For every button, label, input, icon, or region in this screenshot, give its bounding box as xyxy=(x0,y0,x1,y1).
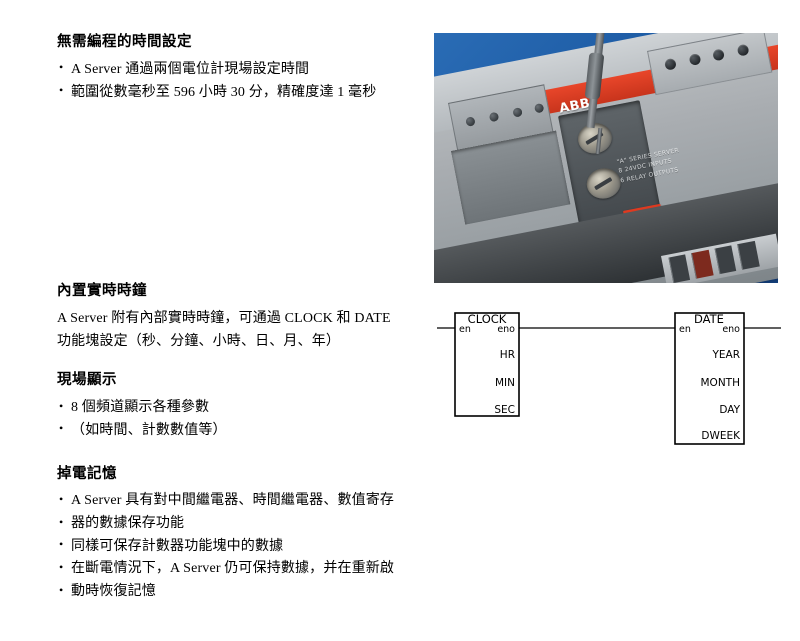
led-indicator xyxy=(688,52,702,66)
terminal-screw xyxy=(533,102,544,114)
block-clock-pin-min: MIN xyxy=(495,377,515,389)
list-item-text: A Server 通過兩個電位計現場設定時間 xyxy=(71,61,310,77)
section-paragraph: A Server 附有內部實時時鐘，可通過 CLOCK 和 DATE 功能塊設定… xyxy=(57,308,407,353)
function-block-diagram: CLOCK en eno HR MIN SEC DATE en eno YEAR… xyxy=(437,305,781,455)
list-item-continuation: 動時恢復記憶 xyxy=(57,581,407,604)
section-onsite-display: 現場顯示 8 個頻道顯示各種參數 （如時間、計數數值等） xyxy=(57,371,407,442)
led-indicator xyxy=(736,43,750,57)
section-heading: 內置實時時鐘 xyxy=(57,283,147,300)
spacer xyxy=(57,443,407,465)
content-column: 無需編程的時間設定 A Server 通過兩個電位計現場設定時間 範圍從數毫秒至… xyxy=(57,33,407,604)
product-photo-inner: ABB xyxy=(434,33,778,283)
block-date-pin-day: DAY xyxy=(719,404,740,416)
block-clock-pin-en: en xyxy=(459,324,471,335)
block-clock-pin-sec: SEC xyxy=(494,404,515,416)
list-item: A Server 通過兩個電位計現場設定時間 xyxy=(57,58,407,82)
block-clock xyxy=(454,312,520,417)
terminal-screw xyxy=(464,116,475,127)
list-item-text: 動時恢復記憶 xyxy=(71,584,156,600)
block-clock-pin-eno: eno xyxy=(497,324,515,335)
list-item: 範圍從數毫秒至 596 小時 30 分，精確度達 1 毫秒 xyxy=(57,81,407,105)
potentiometer-dial xyxy=(583,164,623,201)
list-item-text: 範圍從數毫秒至 596 小時 30 分，精確度達 1 毫秒 xyxy=(71,84,377,100)
terminal-cell xyxy=(691,249,714,279)
list-item-text: 同樣可保存計數器功能塊中的數據 xyxy=(71,538,284,554)
terminal-screw xyxy=(488,111,499,123)
section-no-programming-timer: 無需編程的時間設定 A Server 通過兩個電位計現場設定時間 範圍從數毫秒至… xyxy=(57,33,407,104)
product-photo: ABB xyxy=(434,33,778,283)
section-heading: 無需編程的時間設定 xyxy=(57,34,192,50)
terminal-screw xyxy=(511,106,523,118)
list-item: A Server 具有對中間繼電器、時間繼電器、數值寄存 xyxy=(57,490,407,513)
section-heading: 掉電記憶 xyxy=(57,465,117,482)
spacer xyxy=(57,353,407,371)
bullet-list: A Server 具有對中間繼電器、時間繼電器、數值寄存 器的數據保存功能 同樣… xyxy=(57,490,407,603)
block-date-pin-en: en xyxy=(679,324,691,335)
spacer xyxy=(57,104,407,282)
section-realtime-clock: 內置實時時鐘 A Server 附有內部實時時鐘，可通過 CLOCK 和 DAT… xyxy=(57,282,407,353)
terminal-cell xyxy=(737,240,760,270)
list-item-text: 8 個頻道顯示各種參數 xyxy=(71,400,210,416)
block-date-pin-eno: eno xyxy=(722,324,740,335)
list-item-text: 在斷電情況下，A Server 仍可保持數據，并在重新啟 xyxy=(71,561,395,577)
list-item-continuation: （如時間、計數數值等） xyxy=(57,419,407,443)
list-item-text: 器的數據保存功能 xyxy=(71,516,185,532)
potentiometer-slot xyxy=(594,176,613,190)
paragraph-line: A Server 附有內部實時時鐘，可通過 CLOCK 和 DATE xyxy=(57,311,391,327)
section-heading: 現場顯示 xyxy=(57,372,117,389)
list-item-text: A Server 具有對中間繼電器、時間繼電器、數值寄存 xyxy=(71,493,395,509)
block-clock-pin-hr: HR xyxy=(500,349,515,361)
section-power-loss-memory: 掉電記憶 A Server 具有對中間繼電器、時間繼電器、數值寄存 器的數據保存… xyxy=(57,465,407,604)
bullet-list: 8 個頻道顯示各種參數 （如時間、計數數值等） xyxy=(57,397,407,442)
terminal-cell xyxy=(668,254,691,283)
list-item-text: （如時間、計數數值等） xyxy=(71,422,227,438)
block-date-pin-dweek: DWEEK xyxy=(701,430,741,442)
led-indicator xyxy=(712,47,726,61)
terminal-cell xyxy=(714,245,737,274)
block-date-pin-year: YEAR xyxy=(711,349,740,361)
block-date xyxy=(674,312,745,445)
list-item: 在斷電情況下，A Server 仍可保持數據，并在重新啟 xyxy=(57,558,407,581)
block-date-title: DATE xyxy=(694,312,724,326)
block-clock-title: CLOCK xyxy=(468,312,507,326)
paragraph-line: 功能塊設定（秒、分鐘、小時、日、月、年） xyxy=(57,333,340,349)
list-item: 8 個頻道顯示各種參數 xyxy=(57,397,407,420)
list-item: 同樣可保存計數器功能塊中的數據 xyxy=(57,535,407,559)
list-item-continuation: 器的數據保存功能 xyxy=(57,513,407,536)
led-indicator xyxy=(664,57,678,71)
block-date-pin-month: MONTH xyxy=(701,377,741,389)
bullet-list: A Server 通過兩個電位計現場設定時間 範圍從數毫秒至 596 小時 30… xyxy=(57,58,407,105)
